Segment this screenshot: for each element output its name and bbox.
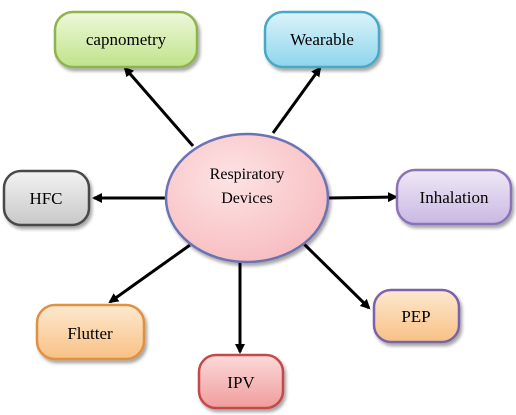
node-capnometry-box [53, 10, 199, 69]
arrow-to-inhalation [326, 192, 398, 203]
node-ipv-box [197, 353, 285, 410]
node-flutter-label: Flutter [67, 324, 113, 343]
node-flutter: Flutter [35, 303, 146, 361]
node-wearable-box [263, 10, 381, 69]
node-pep-box [372, 288, 461, 344]
center-ellipse [164, 132, 330, 264]
node-wearable: Wearable [263, 10, 381, 69]
node-hfc-label: HFC [29, 189, 62, 208]
node-hfc-box [2, 169, 91, 227]
node-hfc: HFC [2, 169, 91, 227]
center-label-line1: Respiratory [210, 166, 285, 183]
center-node: Respiratory Devices [164, 132, 330, 264]
arrow-to-wearable [271, 66, 322, 134]
node-wearable-label: Wearable [290, 30, 354, 49]
node-inhalation: Inhalation [395, 168, 513, 226]
node-inhalation-box [395, 168, 513, 226]
node-capnometry: capnometry [53, 10, 199, 69]
arrow-to-flutter [108, 243, 191, 304]
arrow-to-capnometry [123, 66, 195, 147]
node-ipv: IPV [197, 353, 285, 410]
node-flutter-box [35, 303, 146, 361]
node-pep-label: PEP [401, 307, 430, 326]
node-ipv-label: IPV [227, 373, 255, 392]
center-label-line2: Devices [221, 190, 273, 207]
node-capnometry-label: capnometry [86, 30, 167, 49]
node-inhalation-label: Inhalation [420, 188, 489, 207]
connector-arrows [92, 66, 398, 354]
arrow-to-pep [301, 241, 371, 310]
node-pep: PEP [372, 288, 461, 344]
